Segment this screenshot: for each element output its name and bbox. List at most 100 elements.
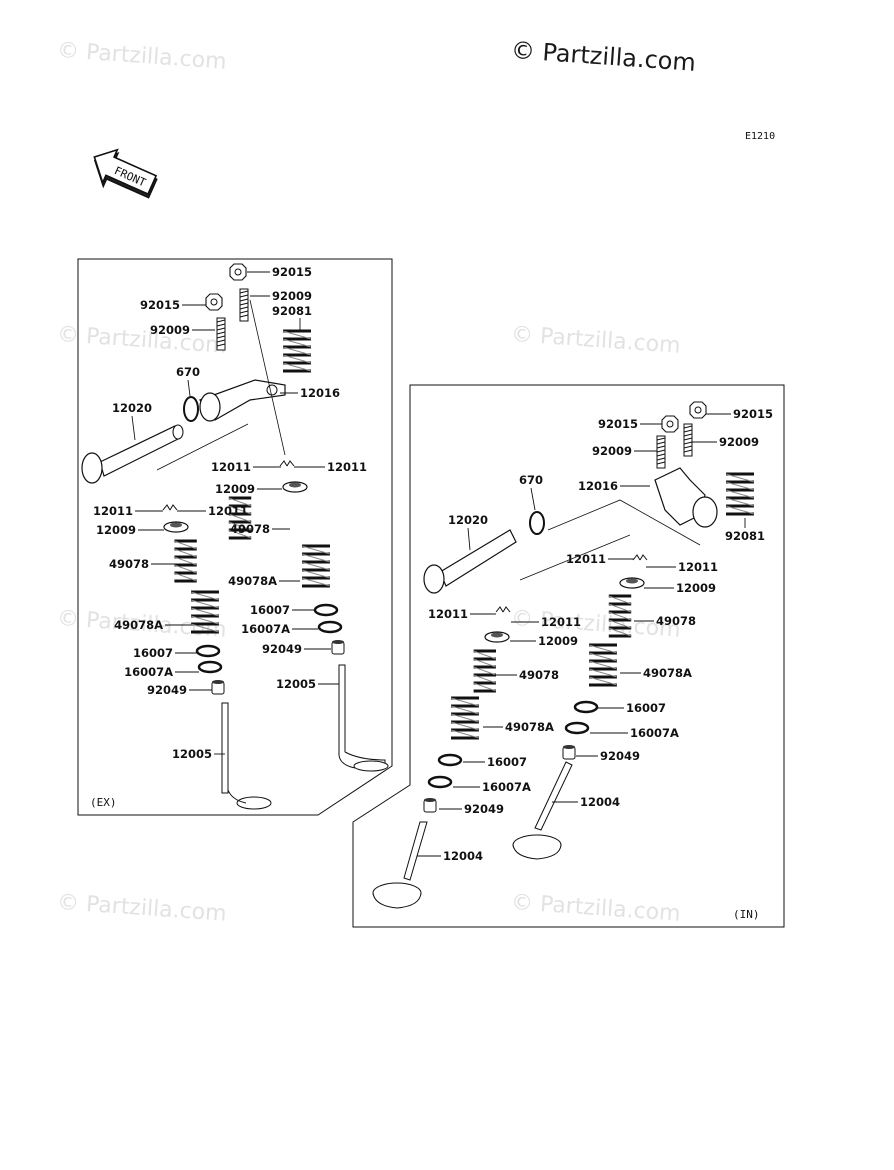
exhaust-panel-border xyxy=(77,258,393,816)
part-number-label: 16007A xyxy=(241,622,290,636)
retainer-icon xyxy=(619,577,645,589)
part-number-label: 92081 xyxy=(272,304,312,318)
nut-icon xyxy=(205,293,223,311)
seat-icon xyxy=(573,700,599,714)
seal-icon xyxy=(331,639,345,655)
part-number-label: 49078 xyxy=(109,557,149,571)
part-number-label: 670 xyxy=(519,473,543,487)
part-number-label: 92009 xyxy=(150,323,190,337)
part-number-label: 12011 xyxy=(93,504,133,518)
seat-icon xyxy=(197,660,223,674)
part-number-label: 49078A xyxy=(228,574,277,588)
nut-icon xyxy=(661,415,679,433)
rocker-arm-icon xyxy=(654,467,718,528)
seat-icon xyxy=(427,775,453,789)
rocker-shaft-icon xyxy=(423,529,517,594)
nut-icon xyxy=(689,401,707,419)
part-number-label: 12009 xyxy=(215,482,255,496)
rocker-arm-icon xyxy=(199,379,286,422)
retainer-icon xyxy=(163,521,189,533)
part-number-label: 16007 xyxy=(487,755,527,769)
part-number-label: 12011 xyxy=(208,504,248,518)
part-number-label: 49078 xyxy=(656,614,696,628)
valve-icon xyxy=(338,664,389,772)
seal-icon xyxy=(562,744,576,760)
stud-icon xyxy=(683,423,693,457)
leader-line xyxy=(467,527,471,551)
o-ring-icon xyxy=(183,396,199,422)
part-number-label: 92009 xyxy=(592,444,632,458)
seat-icon xyxy=(564,721,590,735)
part-number-label: 12009 xyxy=(676,581,716,595)
part-number-label: 12011 xyxy=(541,615,581,629)
part-number-label: 92009 xyxy=(719,435,759,449)
retainer-icon xyxy=(484,631,510,643)
part-number-label: 49078A xyxy=(643,666,692,680)
valve-icon xyxy=(221,702,272,810)
spring-icon xyxy=(587,643,619,687)
part-number-label: 92015 xyxy=(272,265,312,279)
cotter-icon xyxy=(495,606,511,613)
part-number-label: 16007A xyxy=(630,726,679,740)
part-number-label: 12020 xyxy=(448,513,488,527)
part-number-label: 92015 xyxy=(733,407,773,421)
leader-line xyxy=(131,415,136,441)
spring-icon xyxy=(189,590,221,634)
part-number-label: 49078 xyxy=(519,668,559,682)
retainer-icon xyxy=(282,481,308,493)
part-number-label: 12004 xyxy=(443,849,483,863)
part-number-label: 92049 xyxy=(464,802,504,816)
rocker-shaft-icon xyxy=(81,424,184,484)
spring-icon xyxy=(172,539,199,583)
spring-icon xyxy=(449,696,481,740)
leader-line xyxy=(530,487,536,511)
stud-icon xyxy=(656,435,666,469)
seal-icon xyxy=(423,797,437,813)
part-number-label: 12011 xyxy=(566,552,606,566)
leader-line xyxy=(187,379,191,397)
part-number-label: 12011 xyxy=(678,560,718,574)
seat-icon xyxy=(195,644,221,658)
part-number-label: 12005 xyxy=(276,677,316,691)
part-number-label: 12009 xyxy=(538,634,578,648)
part-number-label: 16007 xyxy=(133,646,173,660)
part-number-label: 92015 xyxy=(140,298,180,312)
part-number-label: 49078A xyxy=(505,720,554,734)
seat-icon xyxy=(437,753,463,767)
part-number-label: 92015 xyxy=(598,417,638,431)
part-number-label: 16007A xyxy=(124,665,173,679)
part-number-label: 12005 xyxy=(172,747,212,761)
part-number-label: 12020 xyxy=(112,401,152,415)
spring-icon xyxy=(607,594,633,638)
part-number-label: 16007A xyxy=(482,780,531,794)
seat-icon xyxy=(313,603,339,617)
part-number-label: 12004 xyxy=(580,795,620,809)
stud-icon xyxy=(216,317,226,351)
part-number-label: 92049 xyxy=(262,642,302,656)
intake-tag: (IN) xyxy=(733,908,760,921)
intake-panel-border xyxy=(352,384,785,928)
seal-icon xyxy=(211,679,225,695)
part-number-label: 49078 xyxy=(230,522,270,536)
front-arrow-icon: FRONT xyxy=(93,148,158,199)
exhaust-tag: (EX) xyxy=(90,796,117,809)
part-number-label: 92049 xyxy=(600,749,640,763)
o-ring-icon xyxy=(529,511,545,535)
part-number-label: 92009 xyxy=(272,289,312,303)
part-number-label: 12016 xyxy=(578,479,618,493)
valve-icon xyxy=(372,821,428,909)
nut-icon xyxy=(229,263,247,281)
spring-icon xyxy=(724,472,756,516)
seat-icon xyxy=(317,620,343,634)
cotter-icon xyxy=(162,504,178,511)
part-number-label: 12011 xyxy=(428,607,468,621)
stud-icon xyxy=(239,288,249,322)
part-number-label: 16007 xyxy=(626,701,666,715)
cotter-icon xyxy=(279,460,295,467)
part-number-label: 12011 xyxy=(211,460,251,474)
cotter-icon xyxy=(632,554,648,561)
valve-icon xyxy=(512,761,573,860)
part-number-label: 92049 xyxy=(147,683,187,697)
